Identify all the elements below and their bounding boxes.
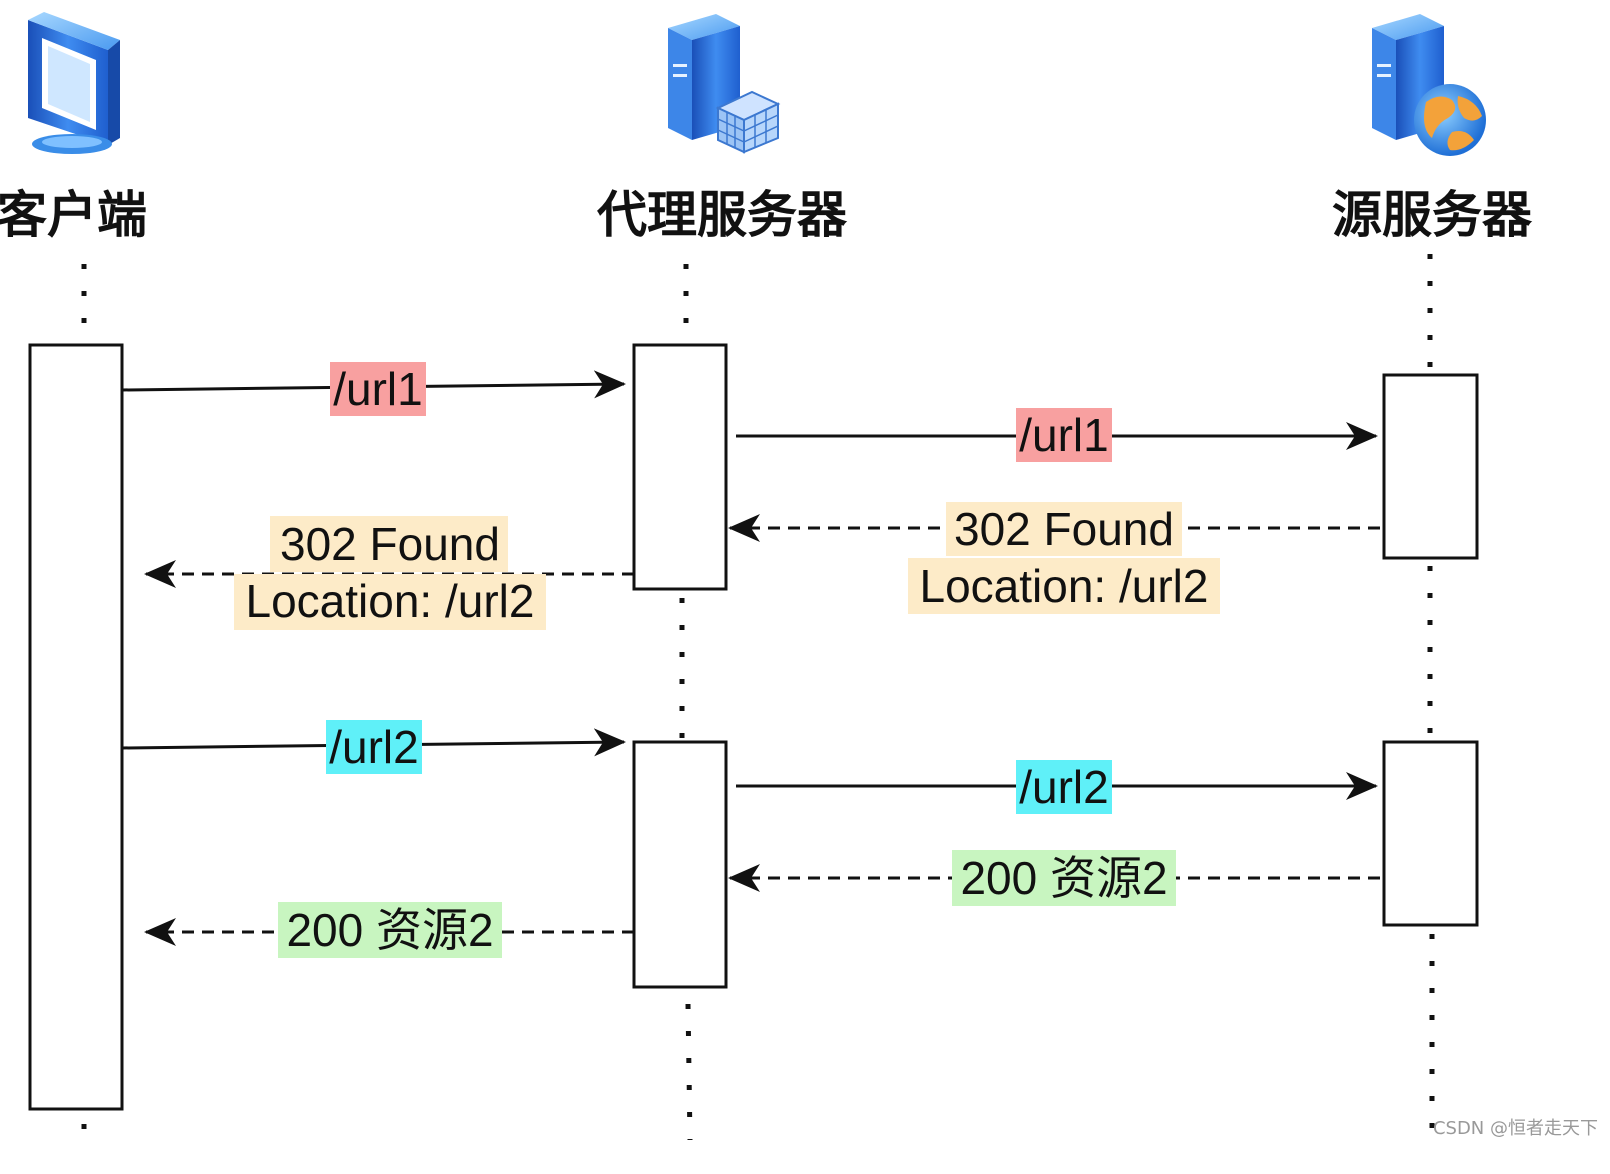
- message-label-m2: /url1: [1019, 409, 1108, 461]
- participant-label-proxy: 代理服务器: [596, 186, 848, 244]
- message-label-m4-line1: 302 Found: [280, 518, 500, 570]
- message-label-m6: /url2: [1019, 761, 1108, 813]
- participant-label-client: 客户端: [0, 186, 147, 244]
- activation-proxy-1: [632, 343, 728, 591]
- label-bg-m3-line2: [908, 558, 1220, 614]
- message-label-m3-line1: 302 Found: [954, 503, 1174, 555]
- label-bg-m5: [326, 720, 422, 774]
- message-label-m5: /url2: [329, 721, 418, 773]
- label-bg-m2: [1016, 408, 1112, 462]
- activation-origin-1: [1382, 373, 1479, 560]
- message-label-m4-line2: Location: /url2: [246, 575, 535, 627]
- web-server-icon: [1372, 14, 1486, 156]
- label-bg-m1: [330, 362, 426, 416]
- proxy-server-icon: [668, 14, 781, 154]
- lifeline-proxy-bottom: [685, 1003, 693, 1141]
- participant-label-origin: 源服务器: [1332, 186, 1533, 244]
- label-bg-m8: [278, 902, 502, 958]
- monitor-icon: [28, 12, 120, 154]
- globe-icon: [1414, 84, 1486, 156]
- label-bg-m6: [1016, 760, 1112, 814]
- label-bg-m3-line1: [946, 502, 1182, 556]
- label-bg-m4-line2: [234, 574, 546, 630]
- message-label-m1: /url1: [333, 363, 422, 415]
- watermark: CSDN @恒者走天下: [1433, 1118, 1598, 1139]
- label-bg-m4-line1: [270, 516, 508, 572]
- message-label-m7: 200 资源2: [960, 852, 1167, 904]
- message-label-m3-line2: Location: /url2: [920, 560, 1209, 612]
- message-label-m8: 200 资源2: [286, 904, 493, 956]
- activation-proxy-2: [632, 740, 728, 989]
- activation-client: [28, 343, 124, 1111]
- label-bg-m7: [952, 850, 1176, 906]
- activation-origin-2: [1382, 740, 1479, 927]
- grid-cube-icon: [715, 90, 781, 154]
